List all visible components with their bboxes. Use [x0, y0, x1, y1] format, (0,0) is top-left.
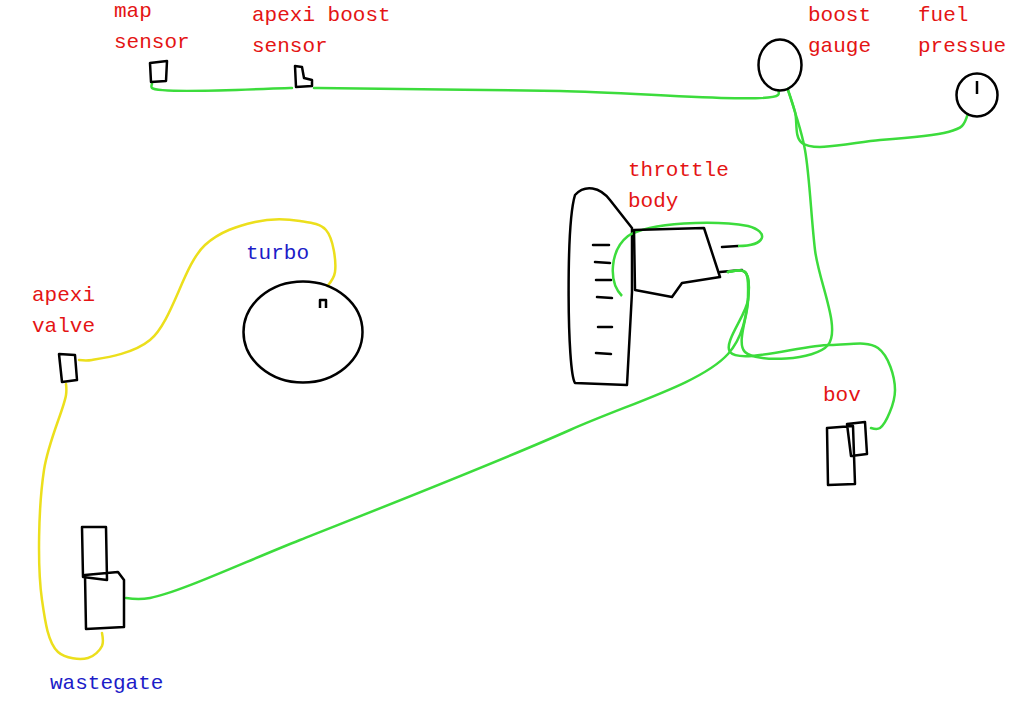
- part-label: apexi valve: [32, 280, 112, 342]
- vacuum-hose: [39, 384, 103, 659]
- component: boost gauge: [757, 38, 803, 92]
- round-outline: [244, 282, 363, 383]
- vacuum-hose: [126, 271, 749, 599]
- part-outline: [82, 527, 124, 629]
- component: turbo: [242, 280, 364, 384]
- component-outline: [757, 38, 803, 92]
- part-label: boost gauge: [808, 0, 888, 62]
- part-label: bov: [823, 380, 883, 411]
- part-outline: [320, 300, 326, 308]
- round-outline: [759, 40, 802, 91]
- component: map sensor: [148, 60, 170, 84]
- component: bov: [825, 420, 871, 486]
- part-outline: [59, 354, 77, 382]
- component-outline: [80, 525, 126, 633]
- vacuum-hose: [728, 271, 895, 429]
- component-outline: [632, 225, 728, 301]
- part-outline: [150, 61, 167, 82]
- component: wastegate: [80, 525, 126, 633]
- part-label: map sensor: [114, 0, 214, 58]
- throttle-loop-hose: [613, 223, 762, 296]
- vacuum-hose: [788, 89, 968, 147]
- component-outline: [292, 64, 314, 88]
- part-label: wastegate: [50, 668, 200, 699]
- part-outline: [634, 228, 720, 297]
- part-outline: [976, 81, 979, 94]
- intake-manifold: [569, 188, 632, 385]
- round-outline: [957, 74, 998, 117]
- throttle-nipples: [720, 246, 742, 272]
- part-outline: [827, 422, 867, 485]
- manifold-runners: [593, 245, 612, 354]
- part-label: throttle body: [628, 155, 753, 217]
- part-label: apexi boost sensor: [252, 0, 412, 62]
- part-label: fuel pressue: [918, 0, 1018, 62]
- component-outline: [148, 60, 170, 84]
- part-label: turbo: [246, 238, 336, 269]
- vacuum-hose: [79, 219, 335, 360]
- component-outline: [825, 420, 871, 486]
- vacuum-hose: [314, 88, 779, 98]
- component: apexi boost sensor: [292, 64, 314, 88]
- component: throttle body: [632, 225, 728, 301]
- component: fuel pressue: [955, 72, 999, 118]
- component-outline: [955, 72, 999, 118]
- vacuum-hose: [151, 84, 292, 91]
- part-outline: [295, 66, 312, 87]
- vacuum-hose: [728, 89, 832, 359]
- component-outline: [57, 352, 79, 384]
- component: apexi valve: [57, 352, 79, 384]
- component-outline: [242, 280, 364, 384]
